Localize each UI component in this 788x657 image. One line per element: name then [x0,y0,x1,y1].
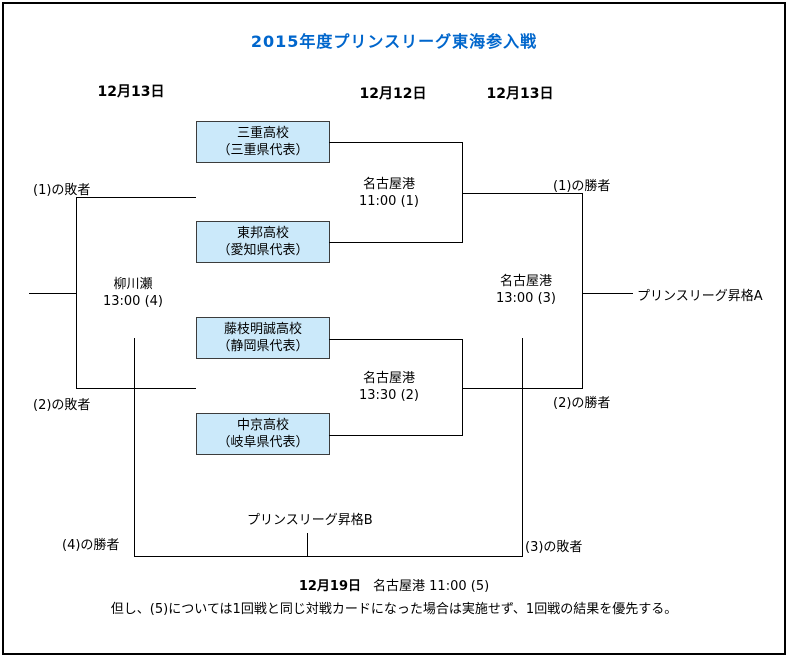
team-rep: （静岡県代表） [217,339,309,354]
feed-winner-4: (4)の勝者 [62,538,120,553]
note-text: 但し、(5)については1回戦と同じ対戦カードになった場合は実施せず、1回戦の結果… [110,602,678,617]
match-venue: 名古屋港 [362,371,415,386]
bracket-line [134,338,135,557]
match-4-label: 柳川瀬 13:00 (4) [73,276,193,310]
bracket-line [462,339,463,436]
match-2-label: 名古屋港 13:30 (2) [329,370,449,404]
bracket-line [307,533,308,557]
feed-loser-3: (3)の敗者 [525,540,583,555]
feed-loser-2: (2)の敗者 [33,398,91,413]
team-name: 中京高校 [236,418,289,433]
promotion-b-label: プリンスリーグ昇格B [247,513,373,528]
team-box-chukyo: 中京高校 （岐阜県代表） [196,413,330,455]
bracket-line [522,338,523,557]
bracket-line [462,142,463,243]
match-time-no: 11:00 (1) [358,194,419,209]
bracket-line [329,142,463,143]
bracket-line [329,339,463,340]
final-details: 名古屋港 11:00 (5) [373,579,490,594]
bracket-line [462,193,583,194]
team-name: 東邦高校 [236,226,289,241]
bracket-line [582,193,583,389]
team-rep: （愛知県代表） [217,243,309,258]
match-1-label: 名古屋港 11:00 (1) [329,176,449,210]
promotion-a-label: プリンスリーグ昇格A [637,289,763,304]
bracket-line [582,293,633,294]
match-3-label: 名古屋港 13:00 (3) [466,273,586,307]
match-time-no: 13:00 (4) [102,294,163,309]
date-header-right: 12月13日 [486,86,554,102]
bracket-line [76,388,196,389]
team-name: 三重高校 [236,126,289,141]
bracket-line [29,293,77,294]
page-title: 2015年度プリンスリーグ東海参入戦 [250,32,538,51]
feed-loser-1: (1)の敗者 [33,183,91,198]
final-date: 12月19日 [298,579,362,594]
team-rep: （三重県代表） [217,143,309,158]
team-rep: （岐阜県代表） [217,435,309,450]
feed-winner-1: (1)の勝者 [553,179,611,194]
match-venue: 柳川瀬 [113,277,153,292]
match-time-no: 13:30 (2) [358,388,419,403]
date-header-middle: 12月12日 [359,86,427,102]
match-venue: 名古屋港 [499,274,552,289]
match-venue: 名古屋港 [362,177,415,192]
final-match-info: 12月19日名古屋港 11:00 (5) [0,575,788,594]
bracket-line [76,197,196,198]
team-box-toho: 東邦高校 （愛知県代表） [196,221,330,263]
team-name: 藤枝明誠高校 [223,322,302,337]
bracket-line [329,242,463,243]
bracket-line [134,556,523,557]
feed-winner-2: (2)の勝者 [553,396,611,411]
match-time-no: 13:00 (3) [495,291,556,306]
team-box-fujieda-meisei: 藤枝明誠高校 （静岡県代表） [196,317,330,359]
bracket-line [329,435,463,436]
team-box-mie: 三重高校 （三重県代表） [196,121,330,163]
date-header-left: 12月13日 [97,84,165,100]
